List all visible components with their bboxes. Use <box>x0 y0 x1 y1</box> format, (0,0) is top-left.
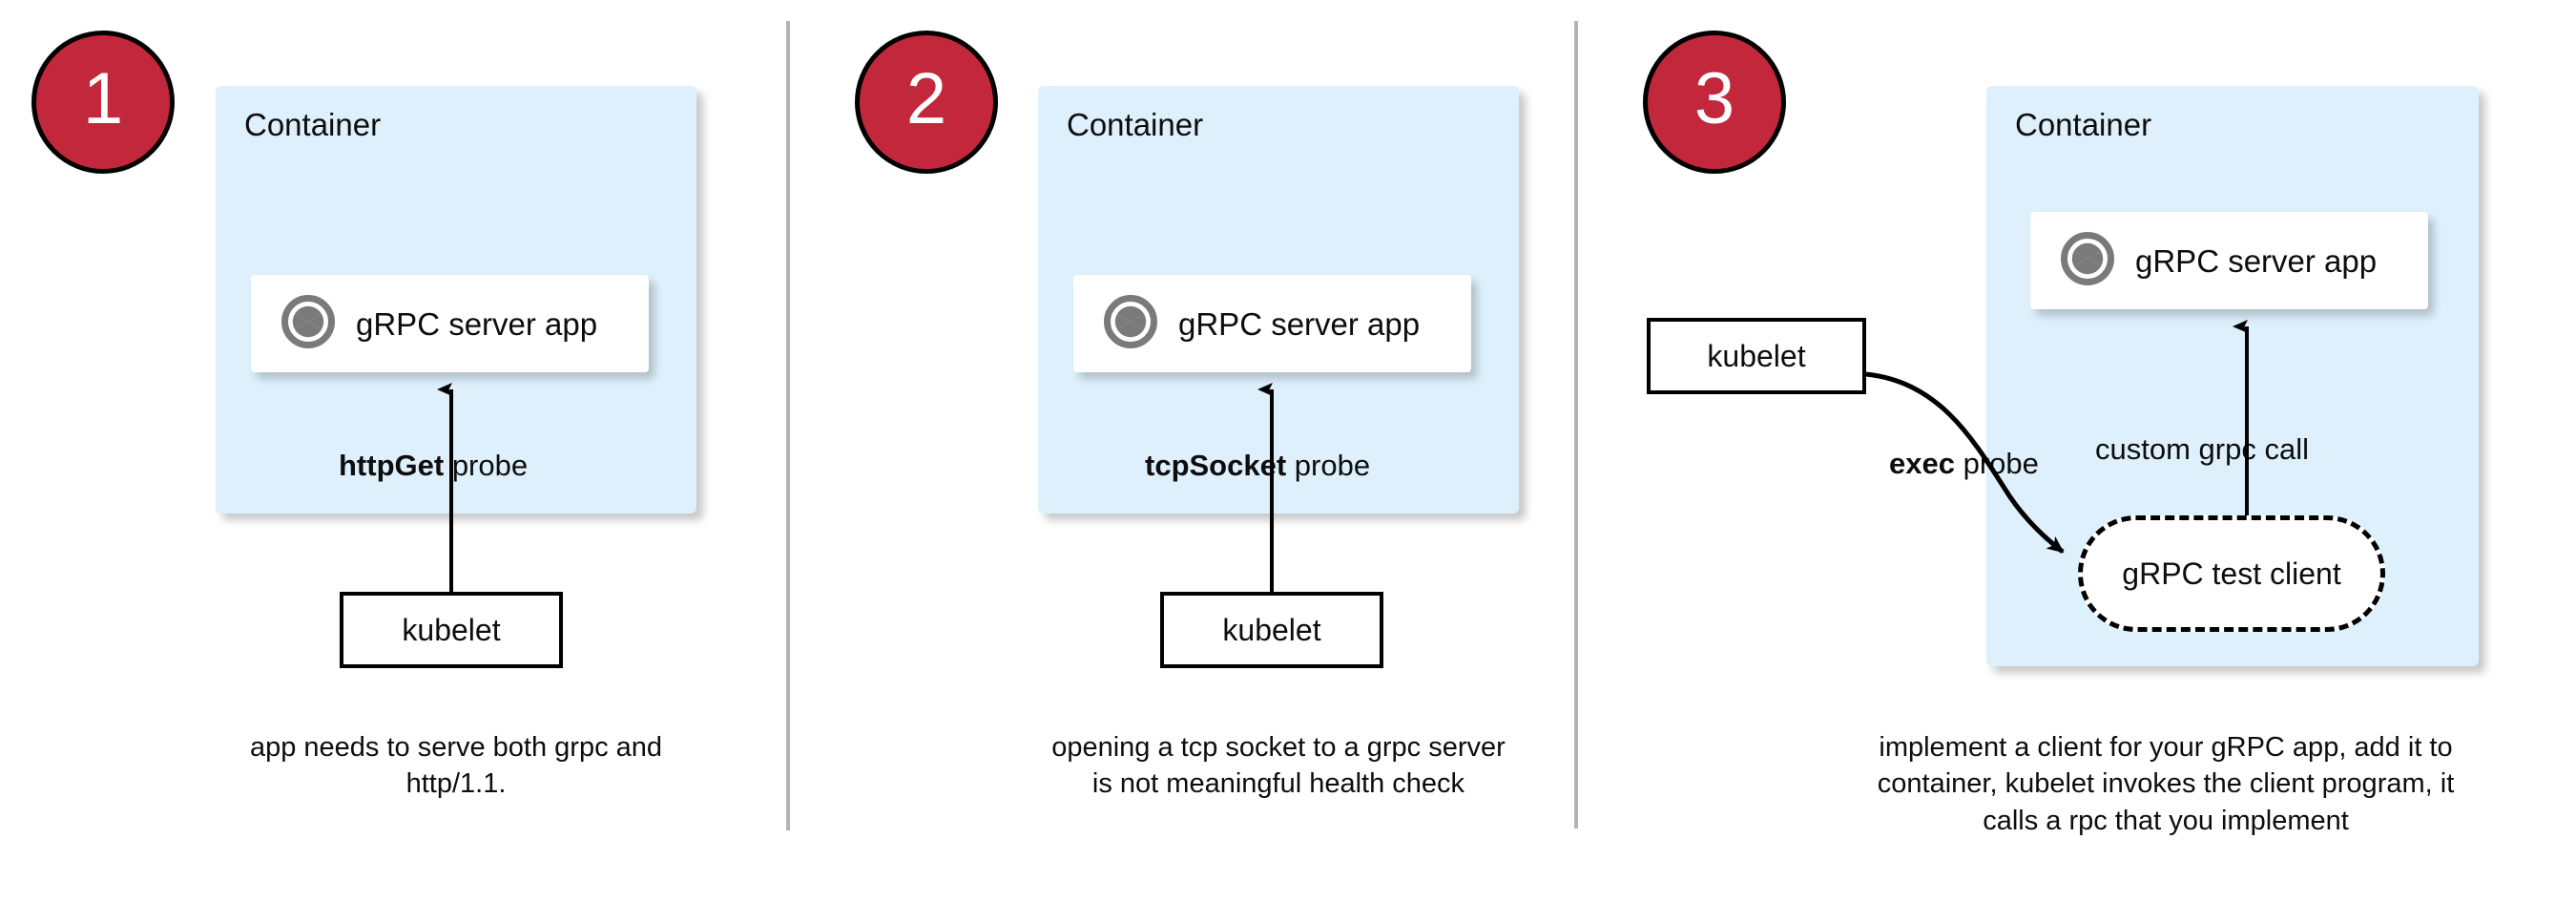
grpc-server-app-label-2: gRPC server app <box>1178 305 1421 342</box>
probe-word-3: probe <box>1954 447 2039 480</box>
grpc-aperture-icon <box>281 294 335 353</box>
container-label-1: Container <box>244 107 382 142</box>
grpc-server-app-card-2: gRPC server app <box>1073 275 1471 372</box>
kubelet-box-3: kubelet <box>1647 318 1866 394</box>
container-label-3: Container <box>2015 107 2152 142</box>
httpget-probe-label: httpGet probe <box>339 451 528 480</box>
grpc-server-app-label-3: gRPC server app <box>2135 242 2378 279</box>
grpc-server-app-card-1: gRPC server app <box>251 275 649 372</box>
panel-divider-1 <box>786 21 790 830</box>
probe-type-strong-2: tcpSocket <box>1145 449 1287 482</box>
probe-word-1: probe <box>444 449 529 482</box>
grpc-aperture-icon <box>2061 231 2114 290</box>
kubelet-box-2: kubelet <box>1160 592 1383 668</box>
probe-type-strong-1: httpGet <box>339 449 445 482</box>
kubelet-box-1: kubelet <box>340 592 563 668</box>
grpc-aperture-icon <box>1104 294 1157 353</box>
panel-caption-2: opening a tcp socket to a grpc server is… <box>1051 732 1506 800</box>
container-label-2: Container <box>1067 107 1204 142</box>
panel-caption-3: implement a client for your gRPC app, ad… <box>1877 732 2455 836</box>
step-badge-1: 1 <box>31 31 175 174</box>
grpc-server-app-card-3: gRPC server app <box>2030 212 2428 309</box>
panel-caption-1: app needs to serve both grpc and http/1.… <box>249 732 663 800</box>
step-badge-2: 2 <box>855 31 998 174</box>
panel-divider-2 <box>1574 21 1578 829</box>
probe-word-2: probe <box>1286 449 1371 482</box>
grpc-test-client-box: gRPC test client <box>2078 515 2385 632</box>
grpc-server-app-label-1: gRPC server app <box>356 305 598 342</box>
probe-type-strong-3: exec <box>1889 447 1955 480</box>
tcpsocket-probe-label: tcpSocket probe <box>1145 451 1370 480</box>
exec-probe-label: exec probe <box>1889 449 2039 478</box>
custom-grpc-call-label: custom grpc call <box>2095 432 2309 466</box>
step-badge-3: 3 <box>1643 31 1786 174</box>
